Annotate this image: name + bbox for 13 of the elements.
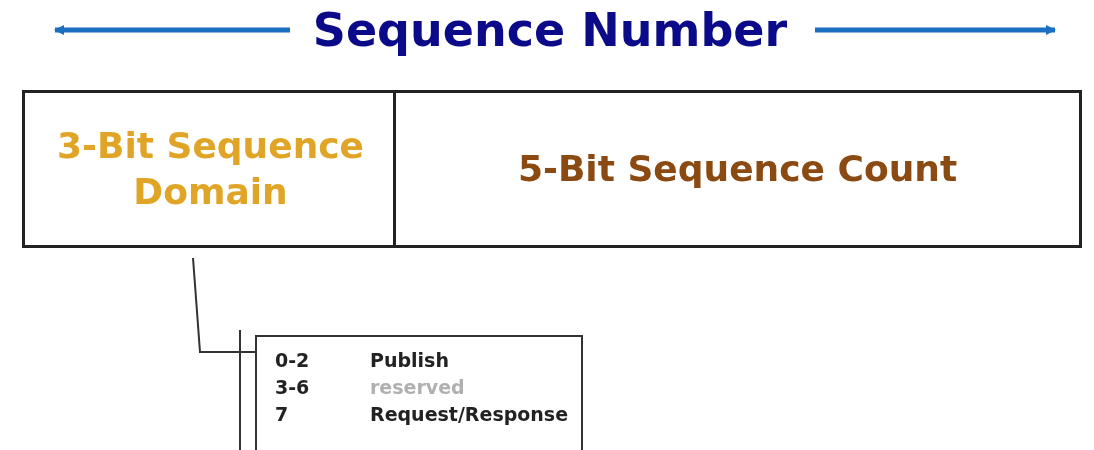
value-range: 7 [275,402,290,427]
value-meaning: reserved [370,375,466,400]
field-box [22,90,396,248]
value-meaning: Request/Response [370,402,569,427]
field-label: 3-Bit Sequence Domain [55,124,366,214]
field-label: 5-Bit Sequence Count [517,147,958,191]
field-box [393,90,1082,248]
value-range: 3-6 [275,375,311,400]
legend-table [255,335,583,450]
value-meaning: Publish [370,348,450,373]
leader-line [192,257,256,353]
title: Sequence Number [311,2,789,59]
value-range: 0-2 [275,348,311,373]
